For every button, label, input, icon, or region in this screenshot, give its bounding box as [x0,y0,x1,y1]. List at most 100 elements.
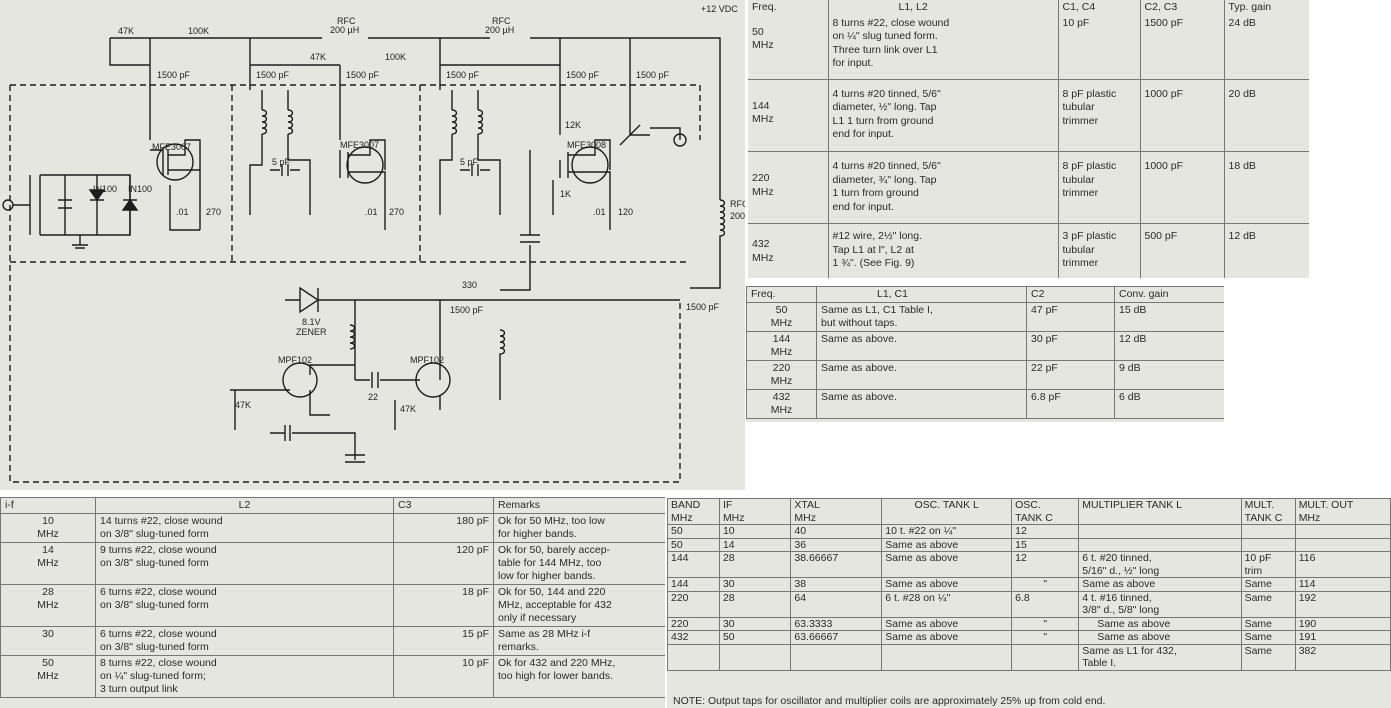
t3-cell: 8 turns #22, close wound on ¼" slug-tune… [95,655,394,698]
label-r330: 330 [462,280,477,290]
table-1: Freq. L1, L2 C1, C4 C2, C3 Typ. gain 50 … [748,0,1309,278]
table-row: 50 MHz 8 turns #22, close wound on ¼" sl… [748,15,1309,80]
label-r270-b: 270 [389,207,404,217]
label-q1: MFE3007 [152,142,191,152]
t4-header-if: IF MHz [718,498,792,525]
table-row: 220 MHz Same as above. 22 pF 9 dB [746,360,1224,390]
label-vdc: +12 VDC [701,4,738,14]
label-c01-c: .01 [593,207,606,217]
t1-cell: 8 turns #22, close wound on ¼" slug tune… [827,15,1058,80]
t2-cell: Same as L1, C1 Table I, but without taps… [816,302,1027,332]
t1-cell: 50 MHz [748,15,828,80]
t3-cell: 14 MHz [0,542,96,585]
t1-cell: 220 MHz [748,151,828,225]
t4-header-osc-tank-c: OSC. TANK C [1011,498,1080,525]
label-c1500-8: 1500 pF [450,305,484,315]
t1-cell: 4 turns #20 tinned, 5/6" diameter, ¾" lo… [827,151,1058,225]
table-row: 50 MHz Same as L1, C1 Table I, but witho… [746,302,1224,332]
label-r1k: 1K [560,189,571,199]
label-rfc-a: RFC [337,16,356,26]
t4-cell: 432 [667,630,720,645]
label-r100k-a: 100K [188,26,209,36]
t4-cell: 220 [667,616,720,631]
t3-cell: Same as 28 MHz i-f remarks. [493,626,665,656]
t4-cell: 144 [667,577,720,592]
t1-cell: #12 wire, 2½" long. Tap L1 at l", L2 at … [827,223,1058,278]
t1-header-c1c4: C1, C4 [1057,0,1140,16]
t4-cell: Same as L1 for 432, Table I. [1078,643,1242,671]
t2-cell: 30 pF [1026,331,1115,361]
t2-cell: 144 MHz [746,331,817,361]
table-row: 30 6 turns #22, close wound on 3/8" slug… [0,626,665,656]
label-rfc-a-val: 200 µH [330,25,359,35]
label-r47k-d: 47K [400,404,416,414]
label-rfc-b: RFC [492,16,511,26]
t3-cell: 15 pF [393,626,494,656]
t4-cell: 190 [1294,616,1391,631]
t2-cell: 6.8 pF [1026,389,1115,419]
t4-cell: 30 [718,577,792,592]
t4-cell: 4 t. #16 tinned, 3/8" d., 5/8" long [1078,590,1242,618]
t4-cell [1294,537,1391,552]
label-c5pf-a: 5 pF [272,157,291,167]
t4-cell: 14 [718,537,792,552]
t4-cell: 28 [718,590,792,618]
table-row: 28 MHz 6 turns #22, close wound on 3/8" … [0,584,665,627]
t3-cell: 50 MHz [0,655,96,698]
t1-cell: 3 pF plastic tubular trimmer [1057,223,1140,278]
table-3: i-f L2 C3 Remarks 10 MHz 14 turns #22, c… [0,497,665,698]
t3-cell: 18 pF [393,584,494,627]
t4-cell [790,643,883,671]
t4-cell: 36 [790,537,883,552]
t3-cell: 10 MHz [0,513,96,543]
table-row: 432 MHz #12 wire, 2½" long. Tap L1 at l"… [748,223,1309,278]
t4-cell: 6 t. #28 on ¼" [881,590,1013,618]
t1-header-gain: Typ. gain [1223,0,1309,16]
t2-header-c2: C2 [1026,286,1115,303]
t4-cell: 50 [667,524,720,539]
t1-cell: 500 pF [1139,223,1224,278]
t4-cell: 63.66667 [790,630,883,645]
t4-cell: Same as above [881,616,1013,631]
t2-cell: 6 dB [1114,389,1224,419]
label-c1500-4: 1500 pF [446,70,480,80]
t3-header-l2: L2 [95,497,394,514]
table-row: 220 MHz 4 turns #20 tinned, 5/6" diamete… [748,151,1309,225]
t4-cell: Same [1240,630,1296,645]
t3-cell: Ok for 50, barely accep- table for 144 M… [493,542,665,585]
t1-cell: 24 dB [1223,15,1309,80]
t2-header-freq: Freq. [746,286,817,303]
t3-cell: 120 pF [393,542,494,585]
t4-cell: 116 [1294,551,1391,578]
t3-cell: Ok for 432 and 220 MHz, too high for low… [493,655,665,698]
table-row: 144 MHz Same as above. 30 pF 12 dB [746,331,1224,361]
t2-cell: 50 MHz [746,302,817,332]
t3-cell: 180 pF [393,513,494,543]
t4-cell: 220 [667,590,720,618]
t4-cell: Same as above [1078,616,1242,631]
t2-cell: 9 dB [1114,360,1224,390]
t4-cell: 64 [790,590,883,618]
label-c1500-2: 1500 pF [256,70,290,80]
t1-cell: 1500 pF [1139,15,1224,80]
t4-cell: 6 t. #20 tinned, 5/16" d., ½" long [1078,551,1242,578]
t1-cell: 1000 pF [1139,79,1224,153]
table-row: 10 MHz 14 turns #22, close wound on 3/8"… [0,513,665,543]
t1-cell: 12 dB [1223,223,1309,278]
label-rfc-c-val: 200 [730,211,745,221]
t2-header-gain: Conv. gain [1114,286,1224,303]
label-r47k-c: 47K [235,400,251,410]
amplifier-coil-table: Freq. L1, L2 C1, C4 C2, C3 Typ. gain 50 … [748,0,1309,278]
t4-cell [1240,524,1296,539]
t3-cell: 6 turns #22, close wound on 3/8" slug-tu… [95,626,394,656]
t4-header-mult-tank-c: MULT. TANK C [1240,498,1296,525]
t4-cell: 28 [718,551,792,578]
t4-cell: " [1011,630,1080,645]
label-q2: MFE3007 [340,140,379,150]
t4-cell: Same as above [881,537,1013,552]
t3-cell: 14 turns #22, close wound on 3/8" slug-t… [95,513,394,543]
